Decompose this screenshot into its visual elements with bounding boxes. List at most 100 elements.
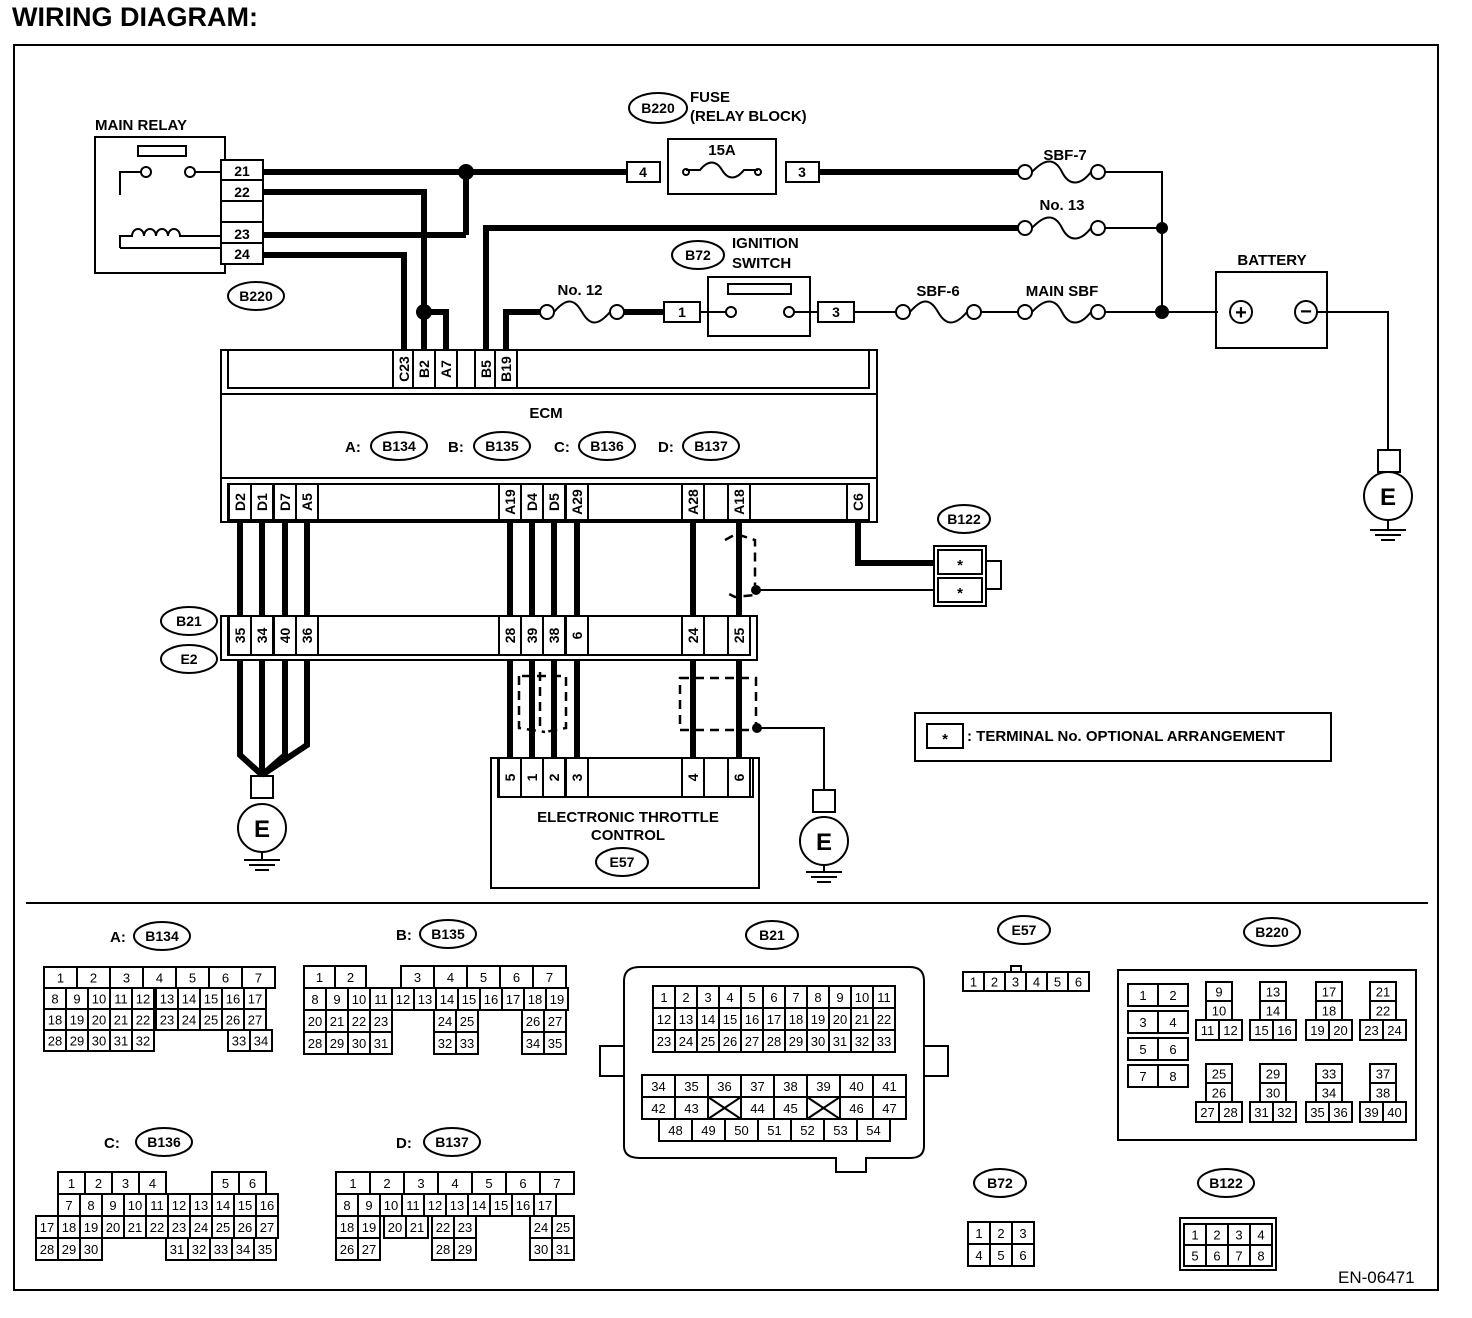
relay-pin-23: 23 — [234, 226, 250, 242]
cv-b134-pin: 19 — [70, 1013, 84, 1028]
cv-b136-pin: 30 — [84, 1242, 98, 1257]
cv-b122-pin: 6 — [1213, 1249, 1220, 1264]
joint-pin-0: 35 — [232, 628, 248, 644]
ecm-top-pin-4: B19 — [498, 356, 514, 382]
cv-b21-pin: 11 — [877, 990, 891, 1005]
cv-b134-pin: 5 — [189, 971, 196, 986]
cv-b220-pin: 18 — [1322, 1004, 1336, 1019]
cv-b136-pin: 11 — [150, 1198, 164, 1213]
battery: BATTERY + − — [1215, 252, 1389, 450]
cv-b220-pin: 19 — [1310, 1023, 1324, 1038]
ecm-top-pin-2: A7 — [438, 360, 454, 378]
cv-b220-pin: 6 — [1169, 1042, 1176, 1057]
joint-pin-3: 36 — [299, 628, 315, 644]
cv-b135-pin: 31 — [374, 1036, 388, 1051]
fuse-rating: 15A — [708, 142, 736, 159]
cv-b220-pin: 33 — [1322, 1067, 1336, 1082]
cv-b21-pin: 54 — [866, 1123, 880, 1138]
throttle-pin-4: 4 — [685, 773, 701, 781]
joint-pin-8: 24 — [685, 628, 701, 644]
ignition-label-2: SWITCH — [732, 255, 791, 272]
cv-b134-code: B134 — [145, 928, 179, 944]
cv-b21-pin: 1 — [660, 990, 667, 1005]
cv-b220-pin: 16 — [1277, 1023, 1291, 1038]
cv-b21-pin: 25 — [701, 1034, 715, 1049]
cv-b220-pin: 11 — [1201, 1023, 1215, 1038]
throttle-pin-0: 5 — [502, 773, 518, 781]
cv-b134-pin: 30 — [92, 1034, 106, 1049]
cv-b21-pin: 14 — [701, 1012, 715, 1027]
cv-b137-pin: 8 — [343, 1198, 350, 1213]
cv-b137-pin: 27 — [362, 1242, 376, 1257]
ignition-pin-in: 1 — [678, 304, 686, 320]
cv-b137-pin: 22 — [436, 1220, 450, 1235]
joint-pin-6: 38 — [546, 628, 562, 644]
cv-b21-pin: 30 — [811, 1034, 825, 1049]
cv-b72-pin: 6 — [1019, 1248, 1026, 1263]
cv-b137-code: B137 — [435, 1134, 469, 1150]
cv-b21-pin: 5 — [748, 990, 755, 1005]
cv-b21-pin: 9 — [836, 990, 843, 1005]
cv-b136-pin: 22 — [150, 1220, 164, 1235]
cv-b122-pin: 1 — [1191, 1228, 1198, 1243]
cv-b134-pin: 16 — [226, 992, 240, 1007]
ground-e-label-2: E — [254, 816, 270, 843]
ecm-bottom-pin-1: D1 — [254, 493, 270, 511]
cv-b135-pin: 21 — [330, 1014, 344, 1029]
cv-b134-pin: 9 — [73, 992, 80, 1007]
cv-b135-pin: 15 — [462, 992, 476, 1007]
relay-pin-21: 21 — [234, 163, 250, 179]
cv-b21-pin: 46 — [849, 1101, 863, 1116]
cv-b21-pin: 37 — [750, 1079, 764, 1094]
sbf7-fuse: SBF-7 — [1017, 147, 1163, 312]
cv-b122-pin: 7 — [1235, 1249, 1242, 1264]
ignition-switch: B72 IGNITION SWITCH 1 3 — [663, 235, 855, 337]
throttle-pin-3: 3 — [569, 773, 585, 781]
cv-b220-pin: 39 — [1364, 1105, 1378, 1120]
ecm-bottom-pin-5: D4 — [524, 493, 540, 511]
cv-b220-pin: 27 — [1200, 1105, 1214, 1120]
cv-b220-pin: 21 — [1376, 985, 1390, 1000]
cv-b134-pin: 26 — [226, 1013, 240, 1028]
cv-b137-pin: 10 — [384, 1198, 398, 1213]
cv-b134-pin: 29 — [70, 1034, 84, 1049]
cv-b137-pin: 29 — [458, 1242, 472, 1257]
cv-b21-pin: 7 — [792, 990, 799, 1005]
cv-b220-pin: 36 — [1333, 1105, 1347, 1120]
cv-b21-pin: 16 — [745, 1012, 759, 1027]
cv-b137-pin: 1 — [349, 1176, 356, 1191]
cv-b135-pin: 22 — [352, 1014, 366, 1029]
cv-e57-code: E57 — [1012, 922, 1037, 938]
cv-b136-pin: 27 — [260, 1220, 274, 1235]
ignition-label-1: IGNITION — [732, 235, 799, 252]
cv-b21-pin: 22 — [877, 1012, 891, 1027]
cv-b134-pin: 34 — [254, 1034, 268, 1049]
cv-b21-pin: 40 — [849, 1079, 863, 1094]
ecm-bottom-pin-3: A5 — [299, 493, 315, 511]
battery-label: BATTERY — [1237, 252, 1306, 269]
ecm-bottom-pin-8: A28 — [685, 489, 701, 515]
cv-b136-pin: 10 — [128, 1198, 142, 1213]
cv-b122-code: B122 — [1209, 1175, 1243, 1191]
cv-b220-pin: 1 — [1139, 988, 1146, 1003]
cv-b135-pin: 19 — [550, 992, 564, 1007]
cv-b134-pin: 1 — [57, 971, 64, 986]
ecm-conn-a-code: B134 — [382, 438, 416, 454]
cv-b136-pin: 28 — [40, 1242, 54, 1257]
cv-b21-pin: 24 — [679, 1034, 693, 1049]
cv-b135-pin: 10 — [352, 992, 366, 1007]
ground-e-label: E — [1380, 484, 1396, 511]
cv-b134-pin: 21 — [114, 1013, 128, 1028]
cv-b21-pin: 34 — [651, 1079, 665, 1094]
cv-b134-pin: 6 — [222, 971, 229, 986]
cv-b21-pin: 53 — [833, 1123, 847, 1138]
cv-b21-pin: 26 — [723, 1034, 737, 1049]
cv-b134-prefix: A: — [110, 929, 126, 946]
joint-pin-9: 25 — [731, 628, 747, 644]
cv-b72-pin: 4 — [975, 1248, 982, 1263]
battery-ground: E — [1363, 449, 1413, 541]
sbf6-main-sbf: SBF-6 MAIN SBF — [854, 283, 1218, 324]
fuse-pin-out: 3 — [798, 164, 806, 180]
ecm-conn-a-prefix: A: — [345, 439, 361, 456]
